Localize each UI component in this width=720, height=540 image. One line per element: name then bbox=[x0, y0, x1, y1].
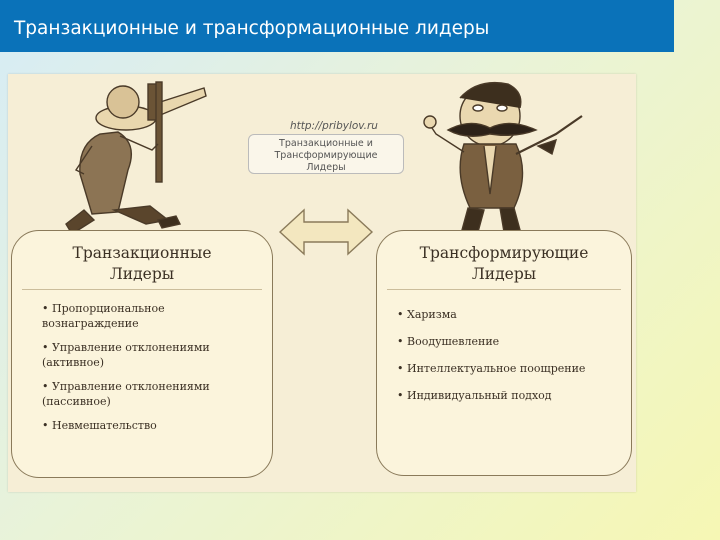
list-item: • Интеллектуальное поощрение bbox=[397, 362, 586, 375]
transactional-leaders-panel: Транзакционные Лидеры • Пропорциональное… bbox=[11, 230, 273, 478]
panel-divider bbox=[387, 289, 621, 290]
leaders-diagram: http://pribylov.ru Транзакционные и Тран… bbox=[8, 74, 636, 492]
panel-title-line: Лидеры bbox=[109, 265, 175, 283]
panel-title-line: Лидеры bbox=[471, 265, 537, 283]
list-item: • Харизма bbox=[397, 308, 457, 321]
panel-title: Трансформирующие Лидеры bbox=[377, 243, 631, 285]
panel-title: Транзакционные Лидеры bbox=[12, 243, 272, 285]
slide-header: Транзакционные и трансформационные лидер… bbox=[0, 0, 674, 52]
trait-list: • Харизма • Воодушевление • Интеллектуал… bbox=[397, 307, 621, 415]
slide-title: Транзакционные и трансформационные лидер… bbox=[14, 18, 490, 39]
mustached-leader-illustration bbox=[423, 81, 583, 233]
center-caption-line: Трансформирующие bbox=[274, 150, 378, 161]
list-item: • Управление отклонениями (активное) bbox=[42, 341, 210, 369]
panel-title-line: Трансформирующие bbox=[419, 244, 589, 262]
panel-title-line: Транзакционные bbox=[72, 244, 212, 262]
center-caption-line: Транзакционные и bbox=[279, 138, 373, 149]
list-item: • Воодушевление bbox=[397, 335, 500, 348]
center-caption-box: Транзакционные и Трансформирующие Лидеры bbox=[248, 134, 404, 174]
panel-divider bbox=[22, 289, 262, 290]
list-item: • Пропорциональное вознаграждение bbox=[42, 302, 165, 330]
diagram-artwork bbox=[48, 81, 583, 256]
double-arrow-icon bbox=[278, 208, 374, 256]
transformational-leaders-panel: Трансформирующие Лидеры • Харизма • Воод… bbox=[376, 230, 632, 476]
trait-list: • Пропорциональное вознаграждение • Упра… bbox=[42, 301, 262, 442]
list-item: • Индивидуальный подход bbox=[397, 389, 552, 402]
center-caption-line: Лидеры bbox=[306, 162, 346, 173]
source-url: http://pribylov.ru bbox=[290, 120, 378, 132]
list-item: • Управление отклонениями (пассивное) bbox=[42, 380, 210, 408]
list-item: • Невмешательство bbox=[42, 419, 157, 432]
running-manager-illustration bbox=[48, 81, 207, 251]
